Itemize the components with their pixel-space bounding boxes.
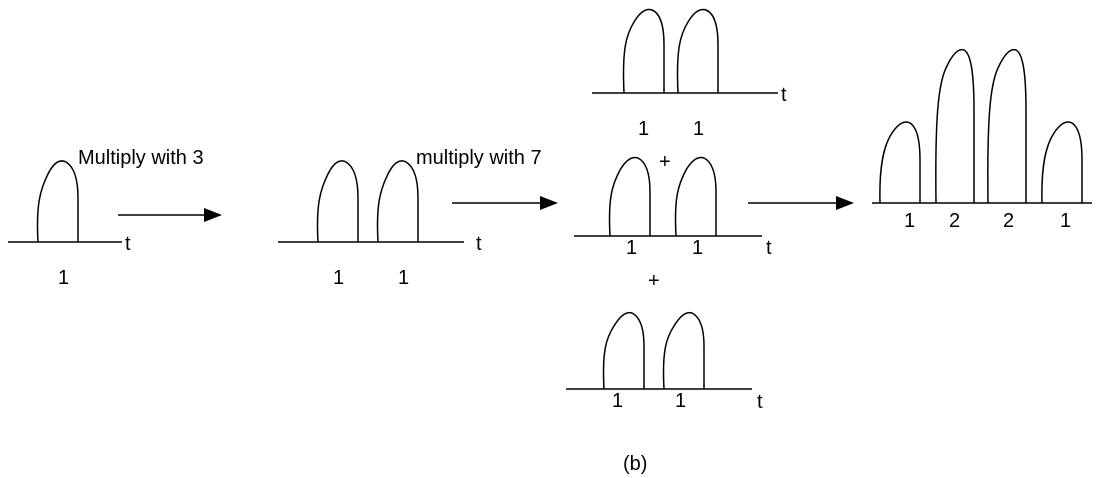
stage-3-bottom: t 1 1: [566, 311, 763, 413]
pulse: [987, 48, 1027, 204]
stage-3-top: t 1 1: [592, 8, 787, 140]
multiply-with-3-label: Multiply with 3: [78, 147, 204, 169]
pulse-label: 1: [692, 237, 703, 259]
stage-3-middle: t 1 1: [574, 156, 772, 259]
pulse-label: 1: [58, 267, 69, 289]
pulse-label: 1: [612, 390, 623, 412]
axis-label-t: t: [476, 233, 482, 255]
arrow-3: [748, 196, 854, 210]
axis-label-t: t: [757, 391, 763, 413]
plus-sign: +: [659, 151, 671, 173]
pulse: [879, 121, 921, 204]
pulse-label: 1: [626, 237, 637, 259]
pulse: [1041, 121, 1083, 204]
figure-caption: (b): [623, 453, 647, 475]
axis-label-t: t: [781, 84, 787, 106]
pulse-label: 1: [398, 267, 409, 289]
pulse-label: 2: [1003, 210, 1014, 232]
arrow-2: [452, 196, 558, 210]
pulse: [36, 160, 79, 243]
pulse-label: 1: [693, 118, 704, 140]
axis-label-t: t: [766, 237, 772, 259]
multiply-with-7-label: multiply with 7: [416, 147, 542, 169]
pulse: [316, 160, 359, 243]
pulse: [608, 156, 651, 237]
pulse: [676, 8, 719, 94]
pulse: [602, 311, 645, 390]
plus-sign: +: [648, 270, 660, 292]
pulse-label: 1: [904, 210, 915, 232]
pulse: [622, 8, 665, 94]
arrow-1: [118, 208, 222, 222]
pulse: [935, 48, 975, 204]
stage-1: t 1: [8, 160, 131, 289]
pulse: [662, 311, 705, 390]
pulse: [376, 160, 419, 243]
pulse: [674, 156, 717, 237]
result: 1 2 2 1: [872, 48, 1092, 232]
axis-label-t: t: [125, 233, 131, 255]
pulse-label: 1: [1060, 210, 1071, 232]
pulse-label: 1: [638, 118, 649, 140]
pulse-label: 1: [333, 267, 344, 289]
pulse-label: 1: [675, 390, 686, 412]
stage-2: t 1 1: [278, 160, 482, 289]
pulse-label: 2: [949, 210, 960, 232]
